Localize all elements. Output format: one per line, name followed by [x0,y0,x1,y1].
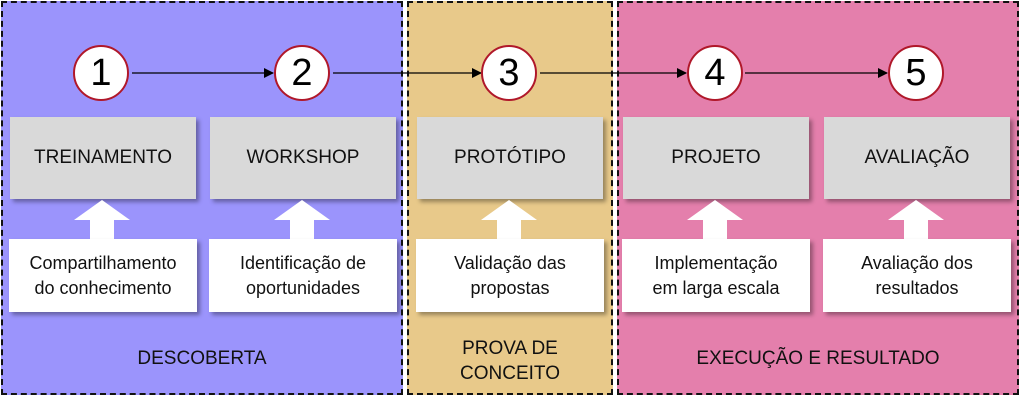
step-description-5: Avaliação dos resultados [823,239,1011,312]
phase-label-line: CONCEITO [460,363,560,384]
step-title-workshop: WORKSHOP [210,117,396,199]
step-description-4: Implementação em larga escala [622,239,810,312]
desc-line: em larga escala [652,277,780,298]
step-number-5: 5 [888,45,944,101]
desc-line: propostas [470,277,550,298]
step-title-prototipo: PROTÓTIPO [417,117,603,199]
step-number-3: 3 [481,45,537,101]
desc-line: Identificação de [239,252,367,273]
desc-line: resultados [875,277,959,298]
desc-line: oportunidades [245,277,361,298]
step-title-label: AVALIAÇÃO [864,147,970,168]
up-arrow-icon [687,200,743,240]
step-title-treinamento: TREINAMENTO [10,117,196,199]
up-arrow-icon [74,200,130,240]
desc-line: Validação das [454,252,566,273]
step-number-2: 2 [274,45,330,101]
phase-label-line: PROVA DE [462,338,558,359]
phase-label-discovery: DESCOBERTA [137,348,267,369]
up-arrow-icon [274,200,330,240]
step-title-label: PROTÓTIPO [454,147,566,168]
desc-line: Avaliação dos [861,252,973,273]
up-arrow-icon [481,200,537,240]
step-number-1: 1 [73,45,129,101]
step-title-label: PROJETO [671,147,761,168]
up-arrow-icon [888,200,944,240]
desc-line: Compartilhamento [29,252,177,273]
phase-label-execution: EXECUÇÃO E RESULTADO [696,348,940,369]
desc-line: do conhecimento [34,277,172,298]
step-description-2: Identificação de oportunidades [209,239,397,312]
step-description-1: Compartilhamento do conhecimento [9,239,197,312]
step-title-label: WORKSHOP [246,147,360,168]
step-number-4: 4 [687,45,743,101]
step-title-projeto: PROJETO [623,117,809,199]
step-title-avaliacao: AVALIAÇÃO [824,117,1010,199]
desc-line: Implementação [654,252,778,273]
step-description-3: Validação das propostas [416,239,604,312]
step-title-label: TREINAMENTO [34,147,172,168]
phase-label-proof-of-concept: PROVA DE CONCEITO [407,336,613,386]
